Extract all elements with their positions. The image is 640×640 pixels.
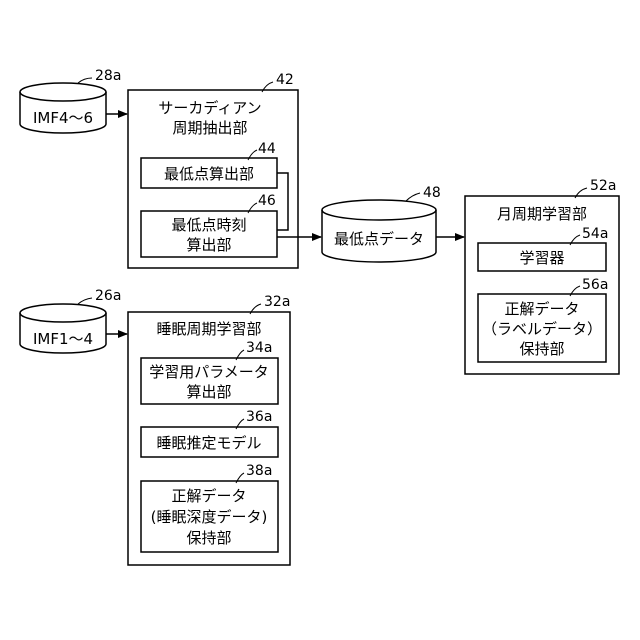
ref-36a: 36a <box>246 409 272 425</box>
ref-48: 48 <box>423 185 441 201</box>
ref-leader-28a <box>78 78 92 83</box>
answer-label-line2: （ラベルデータ） <box>482 320 602 338</box>
ref-leader-26a <box>78 298 92 304</box>
connector-44-46 <box>277 173 288 230</box>
ref-52a: 52a <box>590 178 616 194</box>
imf4-6-label: IMF4～6 <box>33 109 93 127</box>
answer-label-line3: 保持部 <box>519 340 564 358</box>
ref-44: 44 <box>258 141 276 157</box>
min-point-data-label: 最低点データ <box>334 230 424 248</box>
training-param-line1: 学習用パラメータ <box>149 363 269 381</box>
training-param-line2: 算出部 <box>186 383 231 401</box>
monthly-title: 月周期学習部 <box>497 205 587 223</box>
ref-32a: 32a <box>264 294 290 310</box>
circadian-title-line2: 周期抽出部 <box>172 119 247 137</box>
ref-42: 42 <box>276 72 294 88</box>
min-point-time-calc-line2: 算出部 <box>186 236 231 254</box>
imf1-4-label: IMF1～4 <box>33 330 93 348</box>
ref-56a: 56a <box>582 277 608 293</box>
ref-leader-48 <box>406 193 420 201</box>
ref-38a: 38a <box>246 463 272 479</box>
sleep-title: 睡眠周期学習部 <box>156 320 261 338</box>
ref-54a: 54a <box>582 226 608 242</box>
sleep-model-label: 睡眠推定モデル <box>156 434 261 452</box>
min-point-calc-label: 最低点算出部 <box>164 165 254 183</box>
answer-label-line1: 正解データ <box>504 300 579 318</box>
ref-46: 46 <box>258 193 276 209</box>
answer-sleep-line3: 保持部 <box>186 529 231 547</box>
answer-sleep-line2: (睡眠深度データ) <box>151 508 268 526</box>
ref-26a: 26a <box>95 288 121 304</box>
ref-28a: 28a <box>95 68 121 84</box>
answer-sleep-line1: 正解データ <box>171 487 246 505</box>
circadian-title-line1: サーカディアン <box>158 99 261 117</box>
learner-label: 学習器 <box>519 249 564 267</box>
min-point-time-calc-line1: 最低点時刻 <box>171 216 246 234</box>
ref-34a: 34a <box>246 340 272 356</box>
